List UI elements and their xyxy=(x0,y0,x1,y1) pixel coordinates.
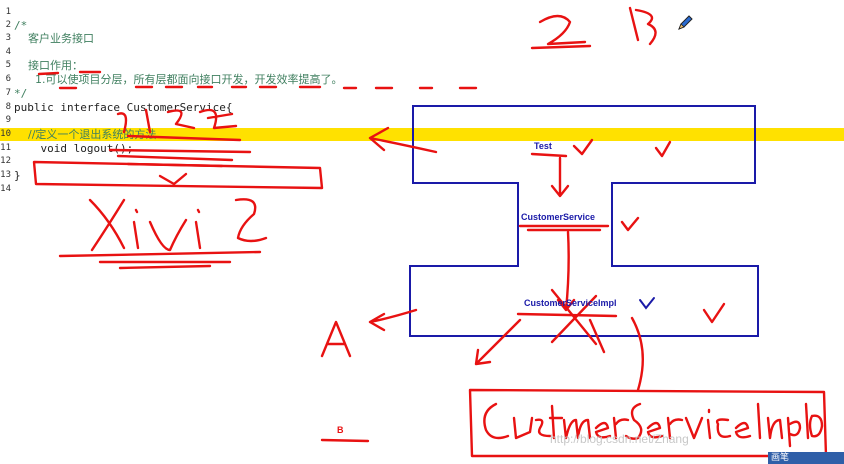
handwritten-word xyxy=(88,198,268,252)
code-text: 1.可以使项目分层，所有层都面向接口开发，开发效率提高了。 xyxy=(14,73,343,86)
pencil-cursor-icon xyxy=(678,15,693,30)
line-number: 1 xyxy=(5,7,11,17)
line-number: 8 xyxy=(5,102,11,112)
arrow-down-left xyxy=(474,318,522,366)
line-number: 5 xyxy=(5,60,11,70)
code-line: 13} xyxy=(0,169,844,182)
diagram-label-test: Test xyxy=(534,141,552,151)
arrow-left xyxy=(368,126,438,154)
code-line-highlighted: 10 //定义一个退出系统的方法 xyxy=(0,128,844,141)
code-line: 7*/ xyxy=(0,87,844,100)
code-text: public interface CustomerService{ xyxy=(14,101,233,114)
line-number: 3 xyxy=(5,33,11,43)
diagram-label-b: B xyxy=(337,425,344,435)
code-text: */ xyxy=(14,87,28,100)
diagram-outline xyxy=(409,105,759,337)
code-text: /* xyxy=(14,19,28,32)
line-number: 11 xyxy=(0,143,11,153)
code-line: 11 void logout(); xyxy=(0,142,844,155)
line-number: 12 xyxy=(0,156,11,166)
code-line: 12 xyxy=(0,155,844,168)
handwritten-A xyxy=(320,320,352,358)
line-number: 6 xyxy=(5,74,11,84)
code-text: } xyxy=(14,169,21,182)
handwritten-impl-name xyxy=(483,402,824,448)
code-line: 9 xyxy=(0,114,844,127)
code-line: 14 xyxy=(0,183,844,196)
code-line: 4 xyxy=(0,46,844,59)
code-line: 5 接口作用： xyxy=(0,59,844,72)
handwritten-mark xyxy=(628,6,657,46)
paint-taskbar-button[interactable]: 画笔 xyxy=(768,452,844,464)
code-line: 1 xyxy=(0,6,844,19)
code-line: 2/* xyxy=(0,19,844,32)
code-line: 3 客户业务接口 xyxy=(0,32,844,45)
impl-box xyxy=(468,388,828,458)
watermark-text: http://blog.csdn.net/Zhang xyxy=(550,432,689,446)
line-number: 4 xyxy=(5,47,11,57)
handwritten-2 xyxy=(538,14,587,46)
line-number: 14 xyxy=(0,184,11,194)
line-number: 10 xyxy=(0,129,11,139)
code-text: 接口作用： xyxy=(14,59,83,72)
code-text: void logout(); xyxy=(14,142,134,155)
line-number: 13 xyxy=(0,170,11,180)
line-number: 7 xyxy=(5,88,11,98)
diagram-label-impl: CustomerServiceImpl xyxy=(524,298,617,308)
line-number: 9 xyxy=(5,115,11,125)
line-number: 2 xyxy=(5,20,11,30)
red-ink-strokes xyxy=(32,6,828,458)
code-line: 6 1.可以使项目分层，所有层都面向接口开发，开发效率提高了。 xyxy=(0,73,844,86)
code-text: 客户业务接口 xyxy=(14,32,94,45)
diagram-label-service: CustomerService xyxy=(521,212,596,222)
